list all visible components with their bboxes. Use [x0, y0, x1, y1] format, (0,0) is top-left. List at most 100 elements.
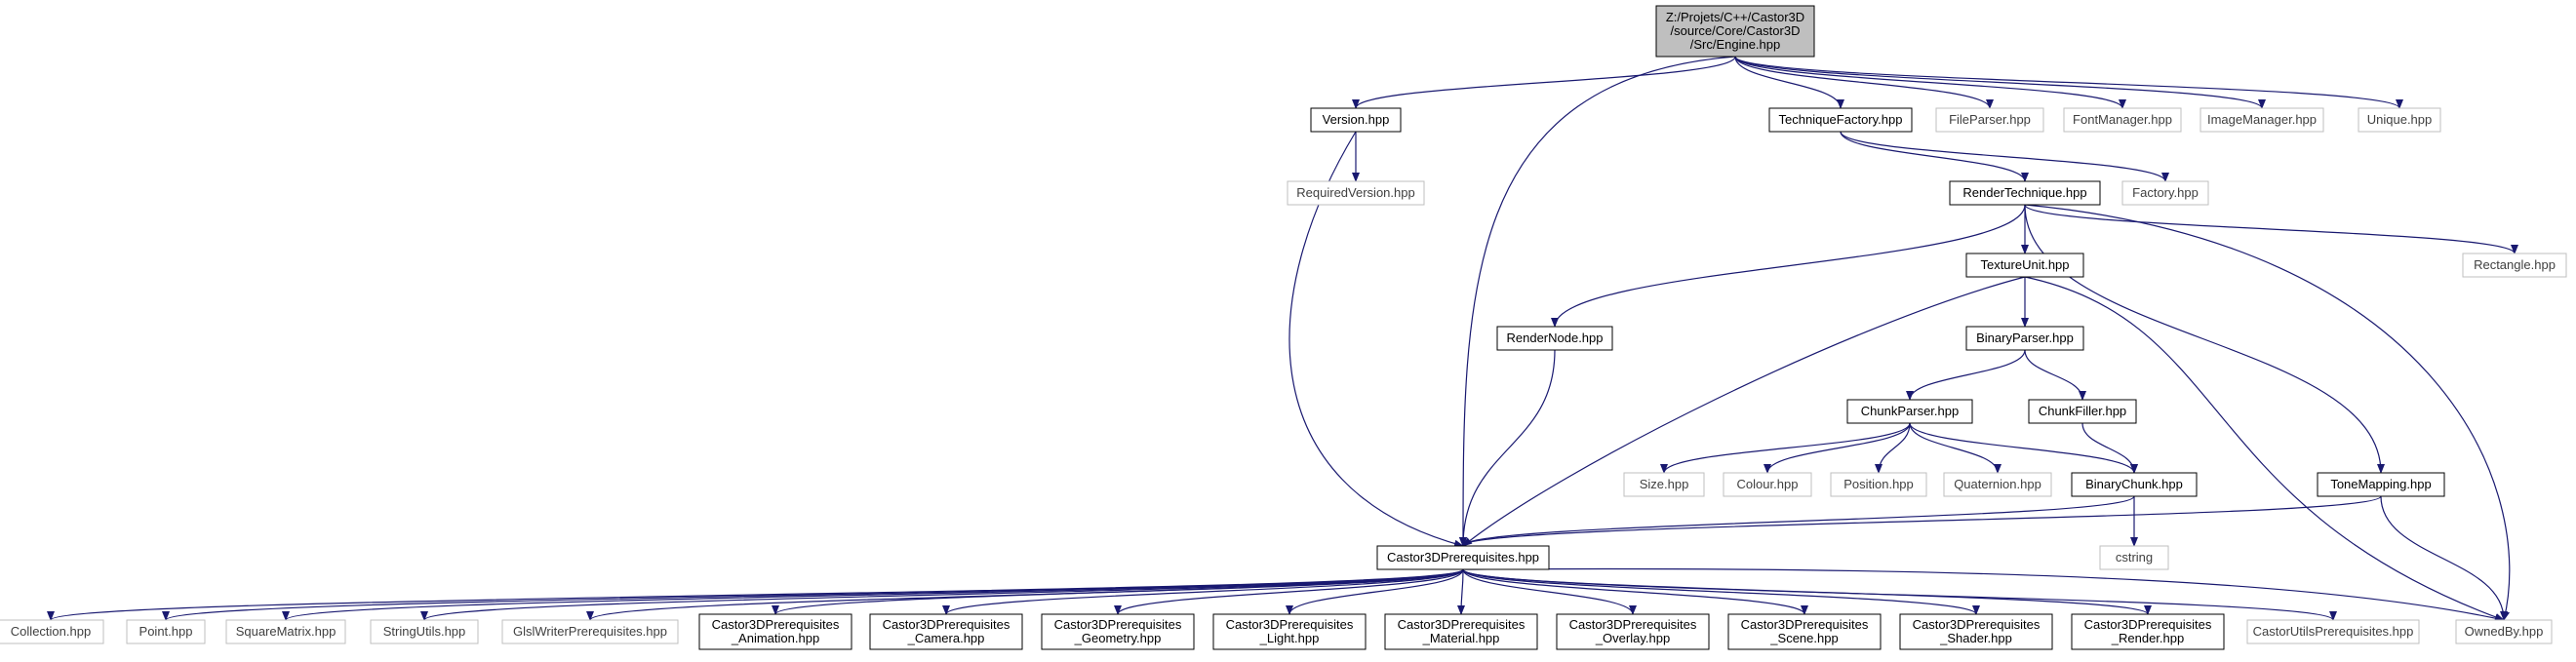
node-label: TextureUnit.hpp [1980, 257, 2069, 272]
edge-prereq-to-pre_overlay [1462, 568, 1637, 615]
node-box [1655, 5, 1815, 58]
node-rendertech[interactable]: RenderTechnique.hpp [1949, 180, 2101, 206]
node-label: RequiredVersion.hpp [1296, 185, 1414, 200]
node-version[interactable]: Version.hpp [1310, 107, 1402, 133]
node-tonemapping[interactable]: ToneMapping.hpp [2317, 472, 2445, 497]
edge-chunkparser-to-size [1660, 422, 1911, 474]
node-box [1041, 613, 1195, 650]
node-box [2358, 107, 2441, 133]
edge-path [1909, 422, 2138, 474]
node-pre_render[interactable]: Castor3DPrerequisites_Render.hpp [2071, 613, 2225, 650]
edge-techfactory-to-factory [1840, 131, 2169, 182]
node-pre_scene[interactable]: Castor3DPrerequisites_Scene.hpp [1727, 613, 1882, 650]
node-pre_geom[interactable]: Castor3DPrerequisites_Geometry.hpp [1041, 613, 1195, 650]
node-cstring: cstring [2099, 545, 2169, 570]
node-techfactory[interactable]: TechniqueFactory.hpp [1768, 107, 1913, 133]
node-label: Castor3DPrerequisites [712, 617, 840, 632]
node-pre_light[interactable]: Castor3DPrerequisites_Light.hpp [1212, 613, 1367, 650]
edge-engine-to-prereq [1459, 56, 1736, 547]
edge-path [1734, 56, 1844, 109]
node-squarematrix: SquareMatrix.hpp [225, 619, 346, 644]
node-label: ImageManager.hpp [2207, 112, 2317, 127]
edge-path [1660, 422, 1911, 474]
node-box [2455, 619, 2553, 644]
node-box [1830, 472, 1927, 497]
node-box [2071, 472, 2198, 497]
node-label: Castor3DPrerequisites [1226, 617, 1354, 632]
node-box [1768, 107, 1913, 133]
node-box [0, 619, 104, 644]
node-binaryparser[interactable]: BinaryParser.hpp [1965, 326, 2084, 351]
node-textureunit[interactable]: TextureUnit.hpp [1965, 253, 2084, 278]
edge-path [1462, 568, 1808, 615]
node-pre_shader[interactable]: Castor3DPrerequisites_Shader.hpp [1899, 613, 2053, 650]
node-label: /Src/Engine.hpp [1690, 37, 1781, 52]
node-label: Castor3DPrerequisites [1054, 617, 1182, 632]
node-label: Castor3DPrerequisites [1569, 617, 1697, 632]
edge-chunkparser-to-position [1875, 422, 1911, 474]
node-box [1496, 326, 1613, 351]
node-label: BinaryChunk.hpp [2085, 477, 2183, 491]
node-reqversion: RequiredVersion.hpp [1287, 180, 1425, 206]
node-label: _Camera.hpp [907, 631, 985, 645]
node-label: RenderNode.hpp [1506, 331, 1603, 345]
node-pre_anim[interactable]: Castor3DPrerequisites_Animation.hpp [698, 613, 852, 650]
node-label: /source/Core/Castor3D [1671, 23, 1801, 38]
edge-path [2024, 349, 2086, 401]
node-box [2246, 619, 2420, 644]
edge-path [1734, 56, 2126, 109]
edge-path [1459, 495, 2382, 547]
node-chunkfiller[interactable]: ChunkFiller.hpp [2028, 399, 2137, 424]
edge-path [2024, 204, 2511, 621]
edge-prereq-to-pre_light [1286, 568, 1464, 615]
node-binarychunk[interactable]: BinaryChunk.hpp [2071, 472, 2198, 497]
edge-textureunit-to-prereq [1462, 276, 2026, 547]
node-box [2063, 107, 2182, 133]
node-box [370, 619, 479, 644]
edge-path [1462, 568, 2337, 621]
edge-prereq-to-pre_camera [942, 568, 1464, 615]
node-label: GlslWriterPrerequisites.hpp [513, 624, 667, 639]
node-glslwriter: GlslWriterPrerequisites.hpp [501, 619, 679, 644]
node-chunkparser[interactable]: ChunkParser.hpp [1846, 399, 1973, 424]
edge-path [1840, 131, 2169, 182]
node-label: _Animation.hpp [731, 631, 819, 645]
edge-path [1840, 131, 2029, 182]
node-label: Position.hpp [1843, 477, 1914, 491]
node-box [1723, 472, 1812, 497]
node-label: Point.hpp [139, 624, 193, 639]
node-box [1623, 472, 1705, 497]
node-label: _Geometry.hpp [1074, 631, 1162, 645]
node-box [1899, 613, 2053, 650]
node-ownedby: OwnedBy.hpp [2455, 619, 2553, 644]
node-box [869, 613, 1023, 650]
edge-engine-to-techfactory [1734, 56, 1844, 109]
node-label: Castor3DPrerequisites [1398, 617, 1526, 632]
node-label: ChunkFiller.hpp [2039, 404, 2126, 418]
node-box [2028, 399, 2137, 424]
node-box [1212, 613, 1367, 650]
edge-prereq-to-ownedby [1462, 567, 2505, 623]
node-label: ChunkParser.hpp [1861, 404, 1959, 418]
edge-path [282, 568, 1464, 621]
edge-path [1459, 56, 1736, 547]
node-pre_overlay[interactable]: Castor3DPrerequisites_Overlay.hpp [1556, 613, 1710, 650]
node-label: BinaryParser.hpp [1976, 331, 2074, 345]
node-pre_camera[interactable]: Castor3DPrerequisites_Camera.hpp [869, 613, 1023, 650]
node-box [1376, 545, 1550, 570]
edge-path [1906, 349, 2026, 401]
node-label: Collection.hpp [11, 624, 91, 639]
node-engine[interactable]: Z:/Projets/C++/Castor3D/source/Core/Cast… [1655, 5, 1815, 58]
node-rendernode[interactable]: RenderNode.hpp [1496, 326, 1613, 351]
edge-path [2024, 276, 2505, 621]
edge-prereq-to-stringutils [420, 568, 1464, 621]
node-prereq[interactable]: Castor3DPrerequisites.hpp [1376, 545, 1550, 570]
edge-rendertech-to-rendernode [1551, 204, 2026, 328]
node-box [2317, 472, 2445, 497]
node-point: Point.hpp [126, 619, 206, 644]
edge-tonemapping-to-ownedby [2380, 495, 2508, 621]
node-pre_material[interactable]: Castor3DPrerequisites_Material.hpp [1384, 613, 1538, 650]
node-box [1943, 472, 2052, 497]
node-box [1965, 326, 2084, 351]
edge-engine-to-version [1352, 56, 1736, 109]
